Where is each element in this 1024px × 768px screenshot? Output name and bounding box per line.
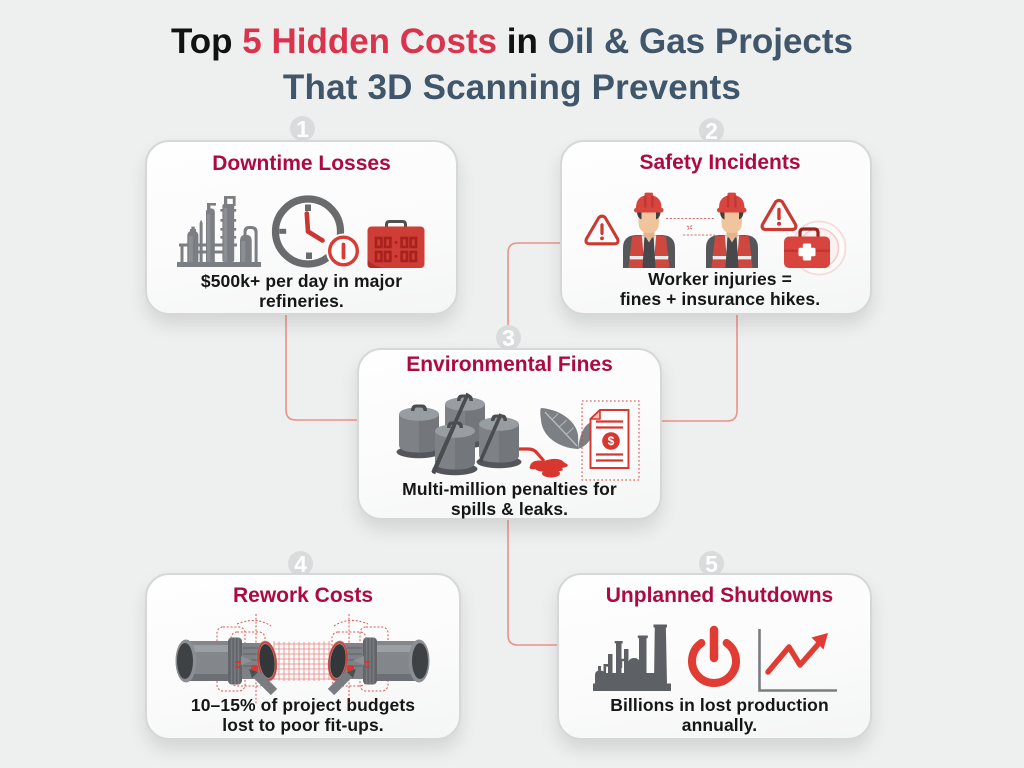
svg-text:$: $ [608,434,615,448]
